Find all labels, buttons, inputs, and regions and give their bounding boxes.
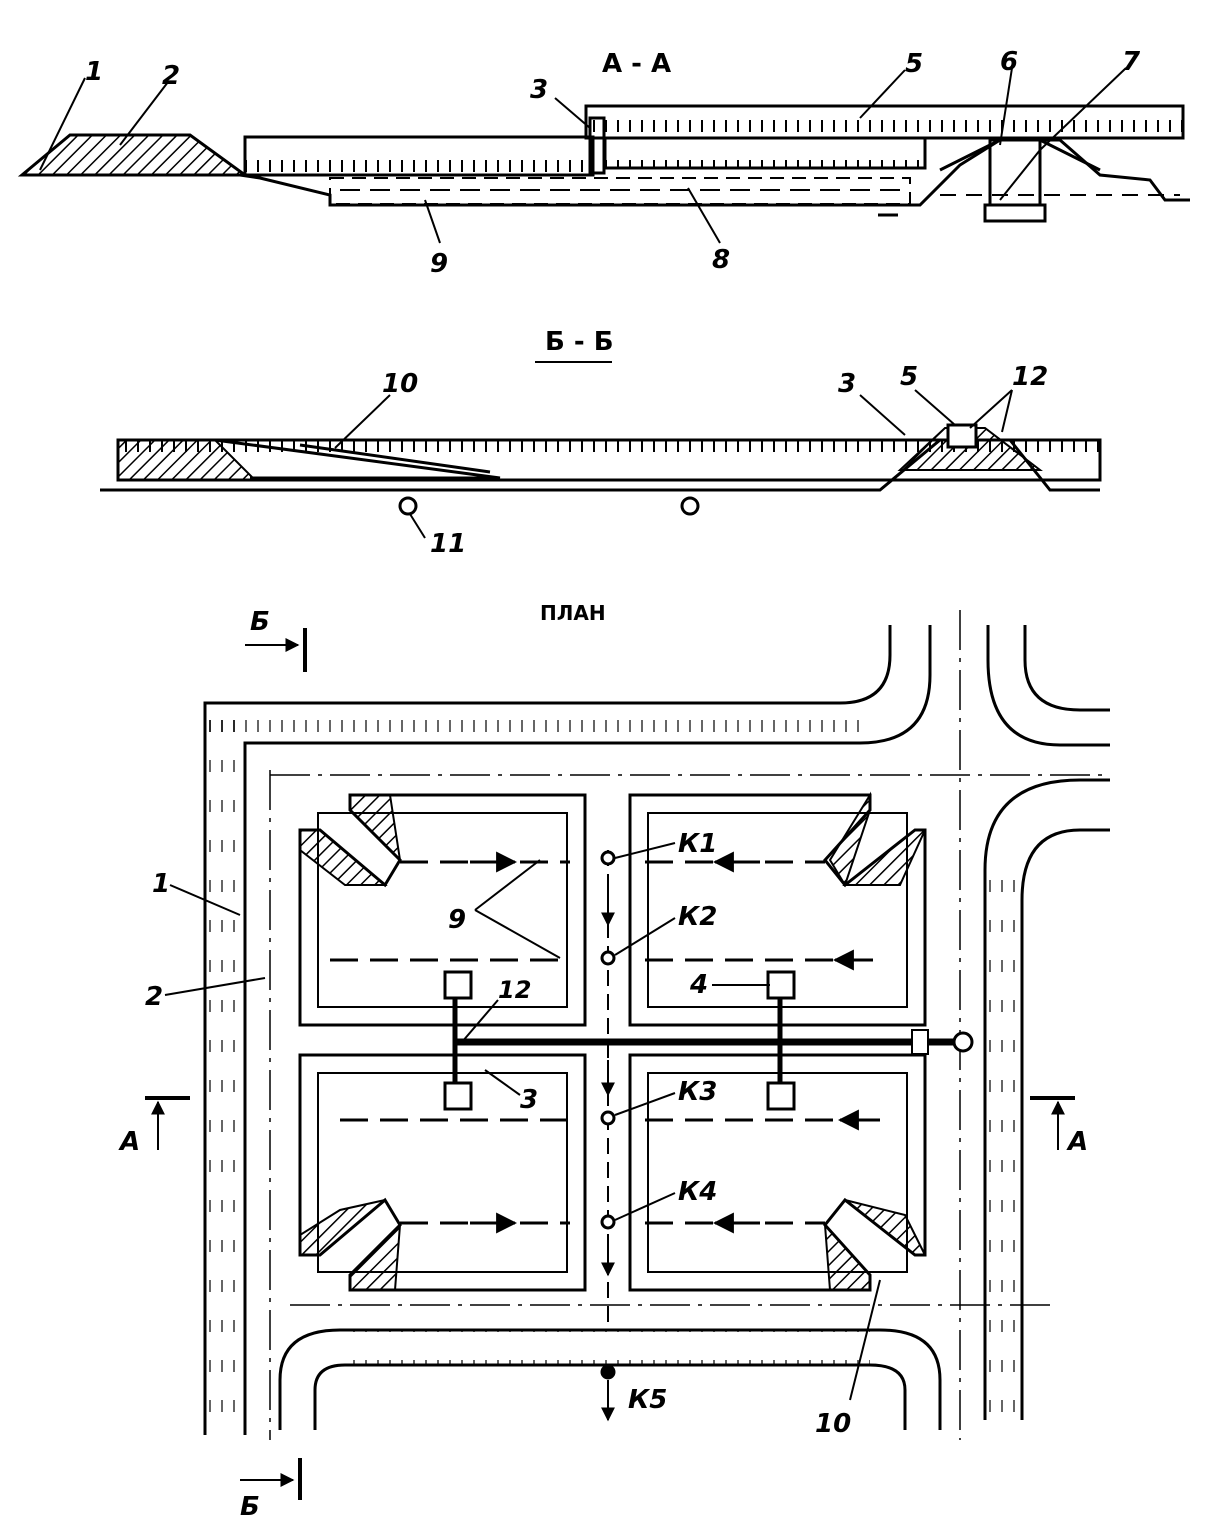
well-k2-label: К2 bbox=[678, 902, 717, 932]
plan-label-9: 9 bbox=[448, 905, 466, 935]
plan-view: ПЛАН bbox=[118, 601, 1110, 1522]
section-aa: А - А 1 2 3 5 bbox=[17, 47, 1190, 279]
bb-label-3: 3 bbox=[838, 369, 856, 399]
bb-label-5: 5 bbox=[900, 362, 918, 392]
bed-top-left bbox=[298, 793, 587, 1027]
aa-label-2: 2 bbox=[162, 61, 180, 91]
plan-label-4: 4 bbox=[689, 970, 708, 1000]
cut-a-left-label: А bbox=[118, 1127, 140, 1157]
bb-label-12: 12 bbox=[1012, 362, 1048, 392]
plan-label-10: 10 bbox=[815, 1409, 851, 1439]
aa-label-5: 5 bbox=[905, 49, 923, 79]
plan-label-1: 1 bbox=[152, 869, 170, 899]
bb-label-10: 10 bbox=[382, 369, 418, 399]
section-bb: Б - Б 10 3 5 12 11 bbox=[100, 327, 1102, 559]
bb-label-11: 11 bbox=[430, 529, 466, 559]
cut-b-bottom-label: Б bbox=[240, 1492, 260, 1522]
aa-label-9: 9 bbox=[430, 249, 448, 279]
well-k4-label: К4 bbox=[678, 1177, 717, 1207]
well-k5-label: К5 bbox=[628, 1385, 667, 1415]
aa-label-7: 7 bbox=[1122, 47, 1141, 77]
cut-a-right-label: А bbox=[1066, 1127, 1088, 1157]
well-k1-label: К1 bbox=[678, 829, 717, 859]
section-bb-title: Б - Б bbox=[545, 327, 614, 357]
aa-label-3: 3 bbox=[530, 75, 548, 105]
plan-title: ПЛАН bbox=[540, 601, 606, 625]
aa-label-1: 1 bbox=[85, 57, 103, 87]
aa-label-6: 6 bbox=[1000, 47, 1018, 77]
plan-label-3: 3 bbox=[520, 1085, 538, 1115]
well-k3-label: К3 bbox=[678, 1077, 717, 1107]
section-aa-title: А - А bbox=[602, 49, 671, 79]
cut-b-top-label: Б bbox=[250, 607, 270, 637]
bed-bottom-left bbox=[298, 1053, 587, 1292]
plan-label-2: 2 bbox=[145, 982, 163, 1012]
aa-label-8: 8 bbox=[712, 245, 730, 275]
plan-label-12: 12 bbox=[498, 976, 531, 1004]
